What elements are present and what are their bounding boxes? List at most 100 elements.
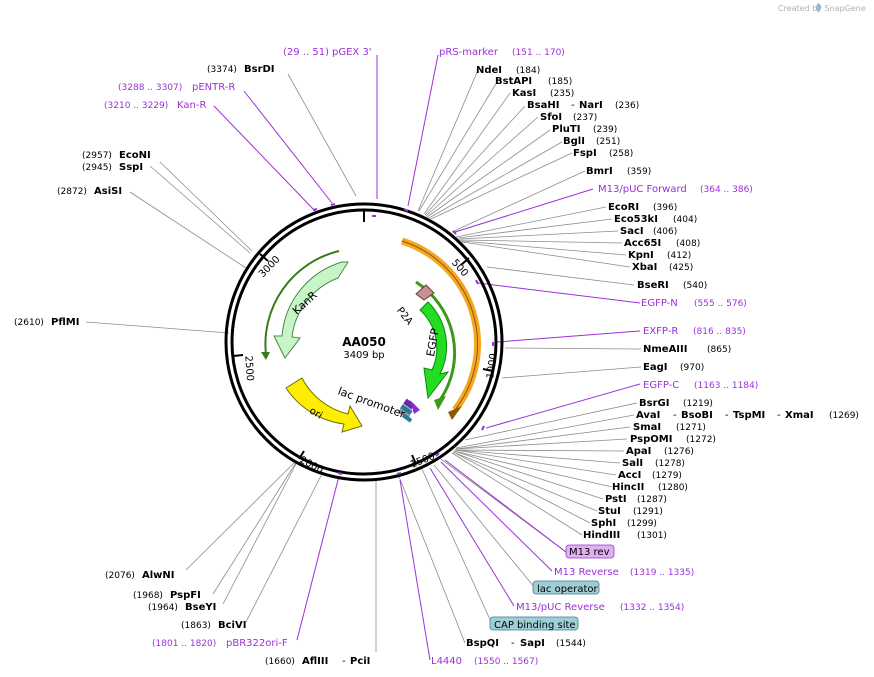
label-stui-pos: (1291) xyxy=(633,507,663,517)
label-prs-range: (151 .. 170) xyxy=(512,48,565,58)
label-eco53ki: Eco53kI xyxy=(614,214,658,225)
label-m13-reverse: M13 Reverse xyxy=(554,567,619,578)
label-bseri-pos: (540) xyxy=(683,281,707,291)
primer-leader-lines xyxy=(213,54,641,661)
label-lac-operator: lac operator xyxy=(537,584,598,595)
label-pluti: PluTI xyxy=(552,124,580,135)
lac-promoter-cluster xyxy=(397,398,420,423)
label-sapi: SapI xyxy=(520,638,545,649)
label-alwni-pos: (2076) xyxy=(105,571,135,581)
label-bsahi: BsaHI xyxy=(527,100,559,111)
label-separator: - xyxy=(725,410,729,421)
label-avai: AvaI xyxy=(636,410,660,421)
label-exfp-r: EXFP-R xyxy=(643,326,678,337)
tick-label-2000: 2000 xyxy=(297,455,325,477)
enzyme-leader-lines xyxy=(85,69,642,652)
label-hindiii-pos: (1301) xyxy=(637,531,667,541)
label-pbr322ori-f: pBR322ori-F xyxy=(226,638,288,649)
label-pcii: PciI xyxy=(350,656,370,667)
label-pgex3: pGEX 3' xyxy=(332,47,372,58)
label-bstapi: BstAPI xyxy=(495,76,532,87)
label-separator: - xyxy=(342,656,346,667)
label-kasi-pos: (235) xyxy=(550,89,574,99)
label-pflmi-pos: (2610) xyxy=(14,318,44,328)
label-psti-pos: (1287) xyxy=(637,495,667,505)
tick-label-1000: 1000 xyxy=(485,353,499,380)
plasmid-size: 3409 bp xyxy=(343,350,384,361)
label-smai: SmaI xyxy=(633,422,661,433)
label-ecori-pos: (396) xyxy=(653,203,677,213)
label-hindiii: HindIII xyxy=(583,530,620,541)
plasmid-name: AA050 xyxy=(342,335,386,349)
label-bspqi: BspQI xyxy=(466,638,499,649)
label-hincii: HincII xyxy=(612,482,644,493)
labels-layer: (29 .. 51) pGEX 3' pRS-marker (151 .. 17… xyxy=(14,47,859,667)
label-bsobi: BsoBI xyxy=(681,410,713,421)
label-pentr-range: (3288 .. 3307) xyxy=(118,83,182,93)
label-bseyi: BseYI xyxy=(185,602,216,613)
label-pspomi: PspOMI xyxy=(630,434,672,445)
orange-arrow-head xyxy=(448,406,462,420)
label-apai-pos: (1276) xyxy=(664,447,694,457)
label-xbai: XbaI xyxy=(632,262,657,273)
label-bspqi-pos: (1544) xyxy=(556,639,586,649)
label-m13-forward-range: (364 .. 386) xyxy=(700,185,753,195)
m13-rev-box xyxy=(565,544,615,559)
label-bcivi-pos: (1863) xyxy=(181,621,211,631)
label-acci: AccI xyxy=(618,470,641,481)
label-afliii: AflIII xyxy=(302,656,328,667)
label-m13-forward: M13/pUC Forward xyxy=(598,184,687,195)
label-l4440: L4440 xyxy=(431,656,462,667)
kanr-outer-arrow-head xyxy=(261,352,270,360)
label-ndei: NdeI xyxy=(476,65,502,76)
label-bseyi-pos: (1964) xyxy=(148,603,178,613)
label-ndei-pos: (184) xyxy=(516,66,540,76)
label-sphi: SphI xyxy=(591,518,616,529)
label-pgex3-range: (29 .. 51) xyxy=(283,47,329,58)
label-kasi: KasI xyxy=(512,88,536,99)
kanr-outer-arc xyxy=(264,250,340,356)
label-sfoi: SfoI xyxy=(540,112,562,123)
label-eagi: EagI xyxy=(643,362,667,373)
green-thin-arrow-head xyxy=(434,396,446,410)
label-separator: - xyxy=(571,100,575,111)
label-acci-pos: (1279) xyxy=(652,471,682,481)
label-egfp-c-range: (1163 .. 1184) xyxy=(694,381,758,391)
label-kpni: KpnI xyxy=(628,250,654,261)
egfp-arrow xyxy=(419,301,450,400)
label-separator: - xyxy=(673,410,677,421)
cap-binding-box xyxy=(489,616,579,631)
primer-marks xyxy=(312,203,494,475)
label-m13-puc-reverse: M13/pUC Reverse xyxy=(516,602,605,613)
label-alwni: AlwNI xyxy=(142,570,175,581)
label-sfoi-pos: (237) xyxy=(573,113,597,123)
label-econi: EcoNI xyxy=(119,150,151,161)
label-pspomi-pos: (1272) xyxy=(686,435,716,445)
label-nmeaiii: NmeAIII xyxy=(643,344,687,355)
label-egfp-n: EGFP-N xyxy=(641,298,678,309)
label-pspfi-pos: (1968) xyxy=(133,591,163,601)
label-kanr-primer: Kan-R xyxy=(177,100,206,111)
label-asisi-pos: (2872) xyxy=(57,187,87,197)
label-saci-pos: (406) xyxy=(653,227,677,237)
label-bsrgi: BsrGI xyxy=(639,398,669,409)
label-bsrgi-pos: (1219) xyxy=(683,399,713,409)
label-pspfi: PspFI xyxy=(170,590,201,601)
label-separator: - xyxy=(777,410,781,421)
label-sali: SalI xyxy=(622,458,643,469)
label-sspi-pos: (2945) xyxy=(82,163,112,173)
p2a-arrow xyxy=(415,284,435,301)
label-sphi-pos: (1299) xyxy=(627,519,657,529)
label-sspi: SspI xyxy=(119,162,143,173)
label-acc65i: Acc65I xyxy=(624,238,661,249)
label-hincii-pos: (1280) xyxy=(658,483,688,493)
label-eco53ki-pos: (404) xyxy=(673,215,697,225)
label-stui: StuI xyxy=(598,506,621,517)
label-avai-pos: (1269) xyxy=(829,411,859,421)
label-psti: PstI xyxy=(605,494,627,505)
label-xbai-pos: (425) xyxy=(669,263,693,273)
label-m13-rev-box: M13 rev xyxy=(569,547,610,558)
label-pbr322ori-range: (1801 .. 1820) xyxy=(152,639,216,649)
label-m13-reverse-range: (1319 .. 1335) xyxy=(630,568,694,578)
